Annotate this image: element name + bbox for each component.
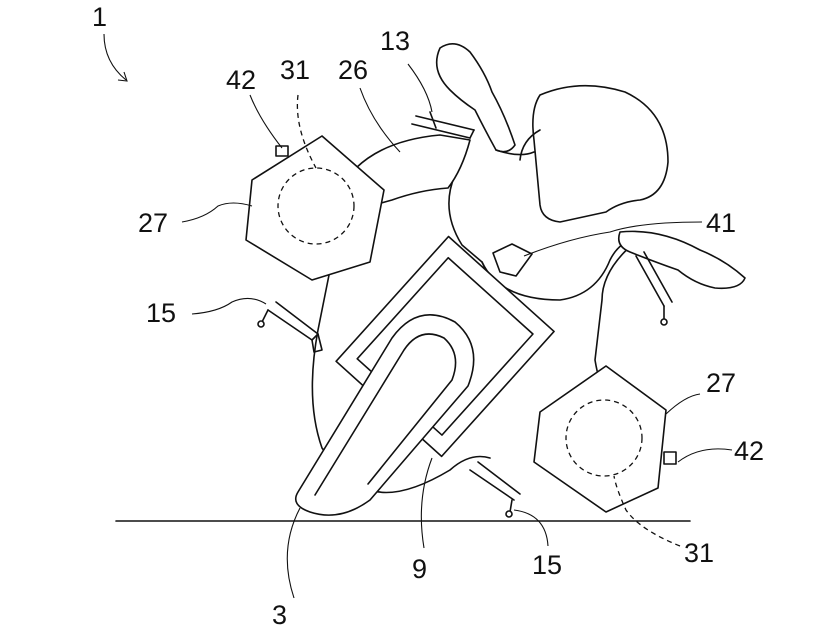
label-control-unit: 41 [706, 208, 736, 238]
saddlebag-right [533, 365, 677, 513]
label-footrest-left: 15 [146, 298, 176, 328]
control-unit [492, 243, 533, 277]
handlebar [411, 111, 475, 139]
label-cowl: 26 [338, 55, 368, 85]
footrest-right [469, 461, 521, 518]
label-saddlebag-right: 27 [706, 368, 736, 398]
figure-arrow-head [117, 71, 128, 82]
mount-right [663, 451, 677, 465]
leader-lines [181, 63, 733, 599]
label-rear-wheel: 3 [272, 600, 287, 630]
foot-strut-right [635, 251, 673, 326]
label-mount-right: 42 [734, 436, 764, 466]
rear-wheel [294, 314, 475, 516]
saddlebag-left [245, 135, 385, 281]
label-mount-left: 42 [226, 65, 256, 95]
label-handlebar: 13 [380, 26, 410, 56]
footrest-left [257, 301, 323, 353]
label-sensor-left: 31 [280, 55, 310, 85]
sensor-right-outline [565, 399, 643, 477]
cowl [355, 134, 471, 206]
label-sensor-right: 31 [684, 538, 714, 568]
rider-foot [617, 230, 746, 290]
figure-number: 1 [92, 2, 107, 32]
sensor-left-outline [277, 167, 355, 245]
label-footrest-right: 15 [532, 550, 562, 580]
reference-numerals: 42 31 26 13 27 41 15 27 42 9 15 31 3 [138, 26, 764, 630]
figure-arrow [103, 33, 127, 81]
rider-arm [435, 43, 535, 156]
mount-left [275, 145, 289, 157]
label-saddlebag-left: 27 [138, 208, 168, 238]
rider-helmet [519, 84, 669, 223]
label-front-fork: 9 [412, 554, 427, 584]
